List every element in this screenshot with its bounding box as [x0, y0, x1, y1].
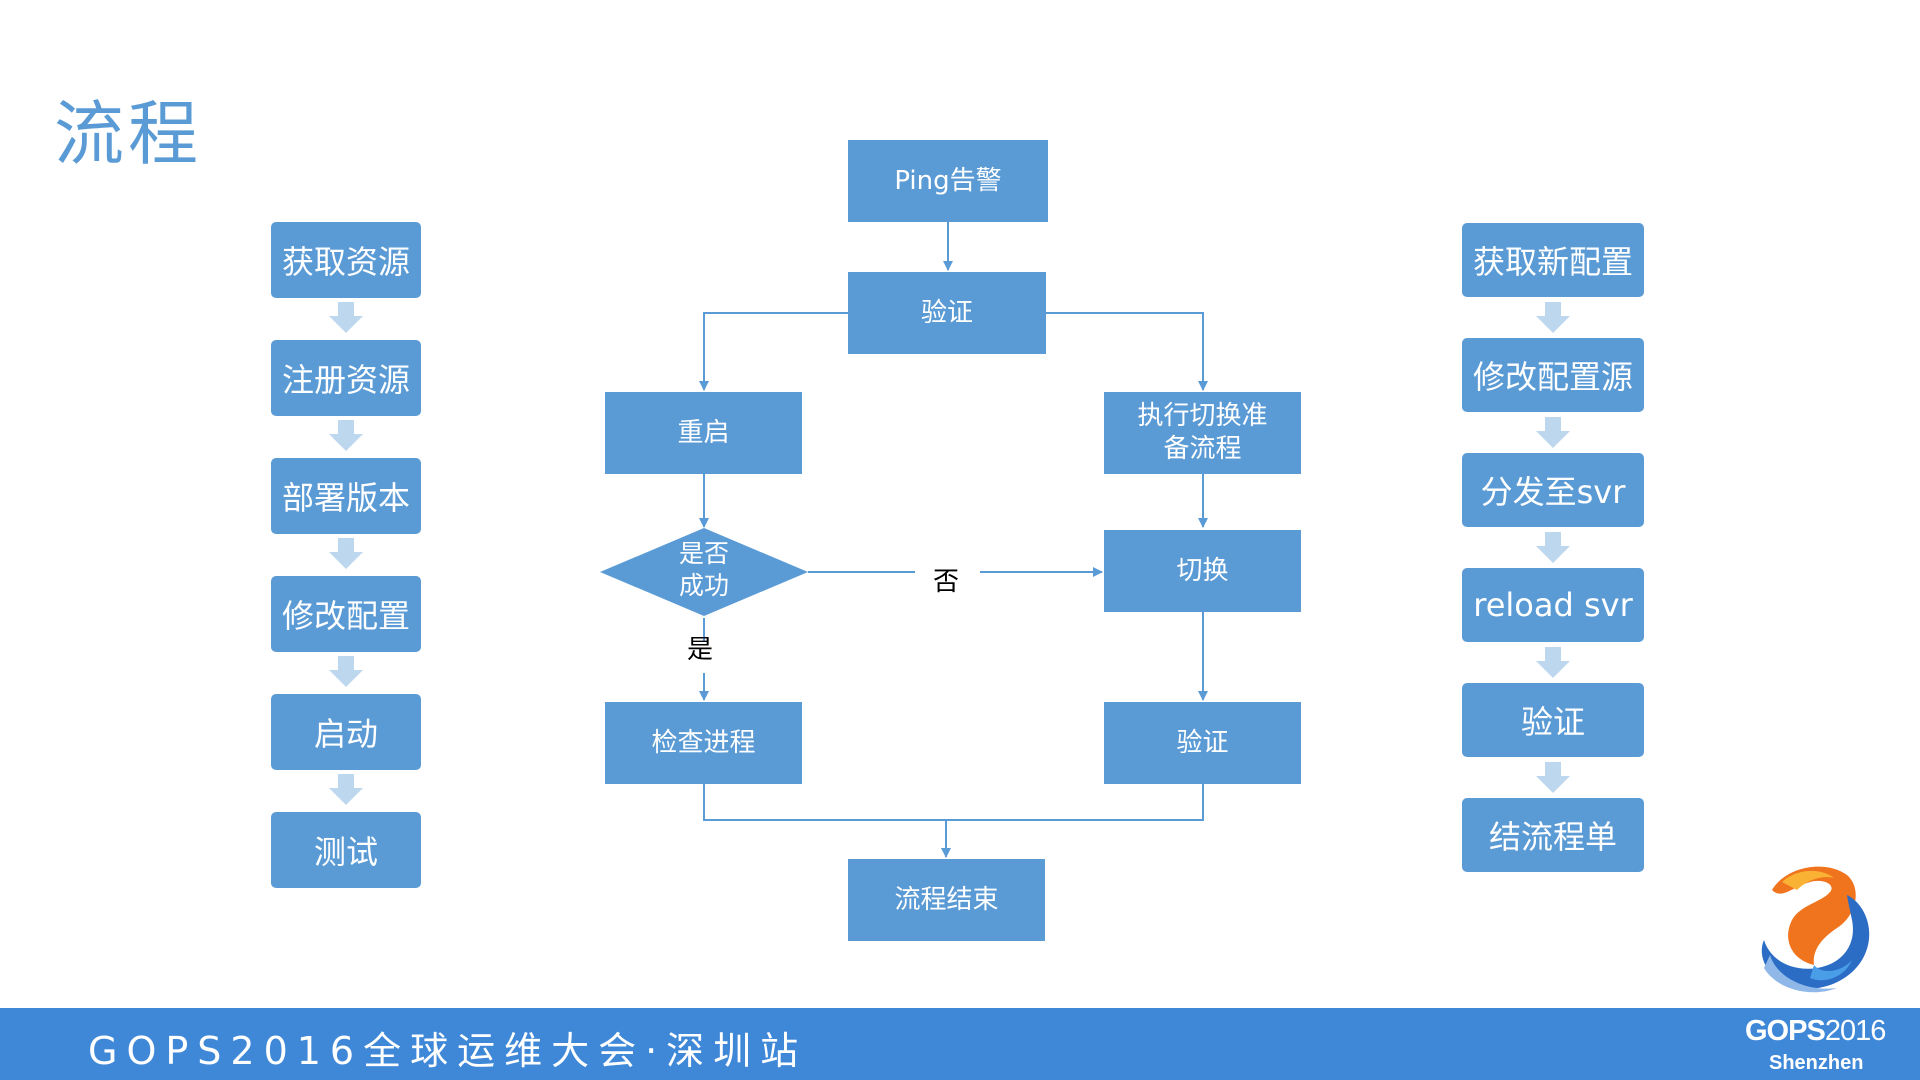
- flow-end-node: 流程结束: [848, 859, 1045, 941]
- left-step: 启动: [271, 694, 421, 770]
- right-step: 验证: [1462, 683, 1644, 757]
- verify-after-switch-node: 验证: [1104, 702, 1301, 784]
- down-arrow-icon: [1536, 417, 1570, 448]
- decision-label-line1: 是否: [678, 539, 729, 568]
- footer-logo-city: Shenzhen: [1769, 1052, 1864, 1074]
- logo-gops-word: GOPS: [1745, 1015, 1826, 1047]
- left-step: 测试: [271, 812, 421, 888]
- down-arrow-icon: [1536, 647, 1570, 678]
- down-arrow-icon: [1536, 302, 1570, 333]
- prepare-switch-label-line2: 备流程: [1163, 434, 1242, 464]
- ping-alert-node: Ping告警: [848, 140, 1048, 222]
- prepare-switch-label-line1: 执行切换准: [1137, 401, 1268, 431]
- gops-logo-icon: [1761, 866, 1870, 993]
- down-arrow-icon: [329, 538, 363, 569]
- right-step: 修改配置源: [1462, 338, 1644, 412]
- right-step: 结流程单: [1462, 798, 1644, 872]
- down-arrow-icon: [329, 420, 363, 451]
- left-step: 获取资源: [271, 222, 421, 298]
- footer-logo-text: GOPS2016: [1745, 1015, 1887, 1048]
- down-arrow-icon: [1536, 532, 1570, 563]
- left-step: 注册资源: [271, 340, 421, 416]
- left-step: 部署版本: [271, 458, 421, 534]
- switch-node: 切换: [1104, 530, 1301, 612]
- page-title: 流程: [54, 93, 202, 175]
- check-process-node: 检查进程: [605, 702, 802, 784]
- down-arrow-icon: [1536, 762, 1570, 793]
- yes-edge-label: 是: [687, 635, 714, 665]
- prepare-switch-node: 执行切换准 备流程: [1104, 392, 1301, 474]
- decision-diamond: [600, 528, 808, 616]
- logo-year: 2016: [1824, 1015, 1887, 1047]
- right-step: 获取新配置: [1462, 223, 1644, 297]
- down-arrow-icon: [329, 774, 363, 805]
- footer-event-title: GOPS2016全球运维大会·深圳站: [88, 1029, 808, 1073]
- down-arrow-icon: [329, 302, 363, 333]
- no-edge-label: 否: [933, 567, 960, 597]
- restart-node: 重启: [605, 392, 802, 474]
- decision-label-line2: 成功: [678, 571, 729, 600]
- right-step: reload svr: [1462, 568, 1644, 642]
- footer-bar: GOPS2016全球运维大会·深圳站: [0, 1008, 1920, 1080]
- right-step: 分发至svr: [1462, 453, 1644, 527]
- verify-node: 验证: [848, 272, 1046, 354]
- decision-label: 是否 成功: [645, 538, 763, 602]
- flowchart-connectors: [600, 222, 1208, 858]
- left-step: 修改配置: [271, 576, 421, 652]
- down-arrow-icon: [329, 656, 363, 687]
